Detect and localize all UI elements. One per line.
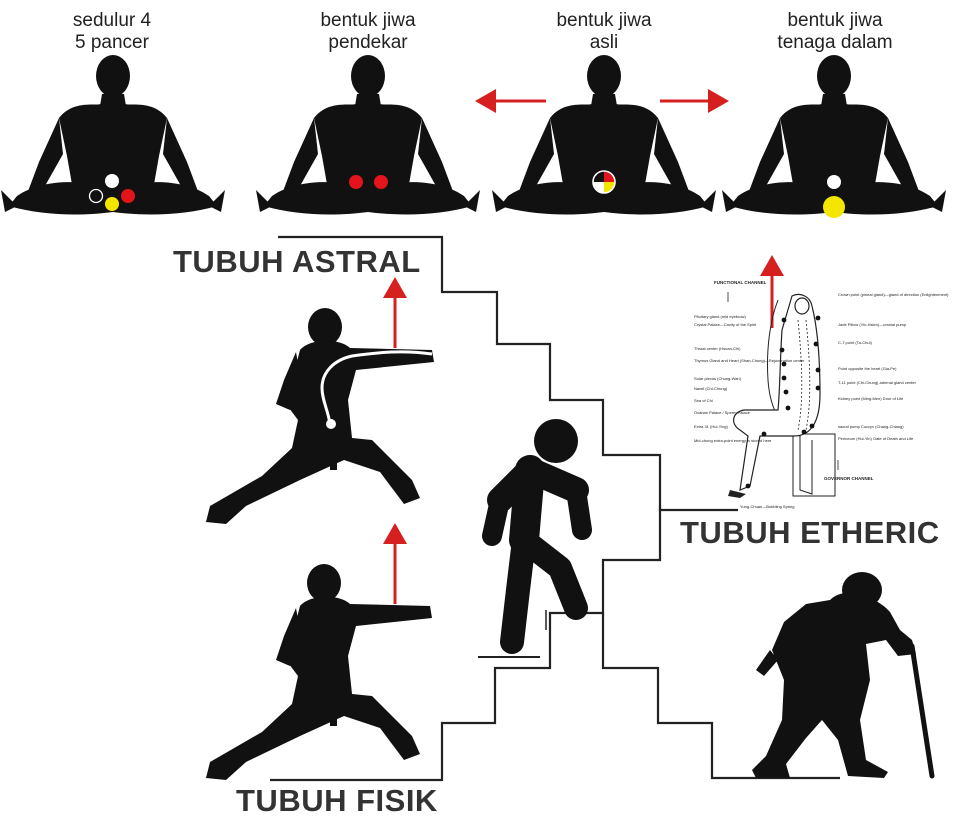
left-point-label: Ovarian Palace / Sperm Palace (694, 410, 751, 415)
walker-figure (478, 419, 592, 658)
right-point-label: Kidney point (Ming-Men) Door of Life (838, 396, 904, 401)
meditator-pendekar (256, 55, 480, 215)
right-point-labels: Crown point (pineal gland)—gland of dire… (838, 292, 949, 441)
label-tenaga-dalam: bentuk jiwa tenaga dalam (760, 10, 910, 54)
dot-yellow (105, 197, 119, 211)
right-point-label: Crown point (pineal gland)—gland of dire… (838, 292, 949, 297)
label-line: bentuk jiwa (556, 10, 652, 31)
bubbling-spring-label: Yung-Chuan—Bubbling Spring (740, 504, 794, 509)
energy-path-astral (320, 350, 433, 425)
left-point-label: Solar plexus (Chung-Wan) (694, 376, 742, 381)
dot-white (827, 175, 841, 189)
left-point-label: Thymus Gland and Heart (Shan-Chung)—Reju… (694, 358, 805, 363)
left-point-label: Pituitary gland (mid eyebrow) (694, 314, 746, 319)
label-line: sedulur 4 (72, 10, 152, 31)
fighter-fisik (206, 564, 432, 780)
dot-black-outlined (88, 188, 104, 204)
meditator-tenaga-dalam (722, 55, 946, 215)
dot-quadrant-asli (592, 170, 616, 194)
stage-label-fisik: TUBUH FISIK (236, 783, 438, 818)
right-point-label: Jade Pillow (Yin-Hsien)—cranial pump (838, 322, 907, 327)
etheric-chart: FUNCTIONAL CHANNEL GOVERNOR CHANNEL Pitu… (694, 280, 949, 509)
dots-tenaga-dalam (823, 175, 845, 218)
label-sedulur: sedulur 4 5 pancer (42, 10, 182, 54)
label-line: asli (589, 32, 619, 53)
staircase-right (601, 613, 840, 780)
left-point-label: Crystal Palace—Cavity of the Spirit (694, 322, 757, 327)
right-point-label: Perineum (Hui-Yin) Gate of Death and Lif… (838, 436, 914, 441)
label-line: pendekar (328, 32, 408, 53)
elder-figure (752, 572, 935, 779)
staircase-left (270, 235, 738, 782)
left-point-label: Sea of Chi (694, 398, 713, 403)
left-point-label: Navel (Chi-Chung) (694, 386, 728, 391)
dot-yellow (823, 196, 845, 218)
dot-red (121, 189, 135, 203)
right-point-label: T-11 point (Chi-Chung) adrenal gland cen… (838, 380, 917, 385)
governor-channel-label: GOVERNOR CHANNEL (824, 476, 874, 481)
functional-channel-label: FUNCTIONAL CHANNEL (714, 280, 767, 285)
label-asli: bentuk jiwa asli (534, 10, 674, 54)
fighter-astral (206, 308, 434, 524)
dot-red (349, 175, 363, 189)
label-line: bentuk jiwa (787, 10, 883, 31)
label-line: bentuk jiwa (320, 10, 416, 31)
right-point-label: C-7 point (Ta-Chui) (838, 340, 872, 345)
energy-point (326, 419, 336, 429)
meditator-sedulur (1, 55, 225, 215)
dot-white (105, 174, 119, 188)
stage-label-astral: TUBUH ASTRAL (173, 244, 421, 279)
left-point-label: Mid-chung extra-point energy is stored h… (694, 438, 772, 443)
stage-label-etheric: TUBUH ETHERIC (680, 515, 940, 550)
label-pendekar: bentuk jiwa pendekar (298, 10, 438, 54)
right-point-label: Point opposite the heart (Gia-Pe) (838, 366, 897, 371)
left-point-label: Throat center (Hsuan-Chi) (694, 346, 741, 351)
label-line: 5 pancer (75, 32, 149, 53)
left-point-label: Extra 31 (Hui-Ying) (694, 424, 729, 429)
left-point-labels: Pituitary gland (mid eyebrow) Crystal Pal… (694, 314, 805, 443)
dot-red (374, 175, 388, 189)
right-point-label: sacral pump Coccyx (Chang-Chiang) (838, 424, 904, 429)
label-line: tenaga dalam (777, 32, 893, 53)
dots-pendekar (349, 175, 388, 189)
dots-sedulur (88, 174, 135, 211)
